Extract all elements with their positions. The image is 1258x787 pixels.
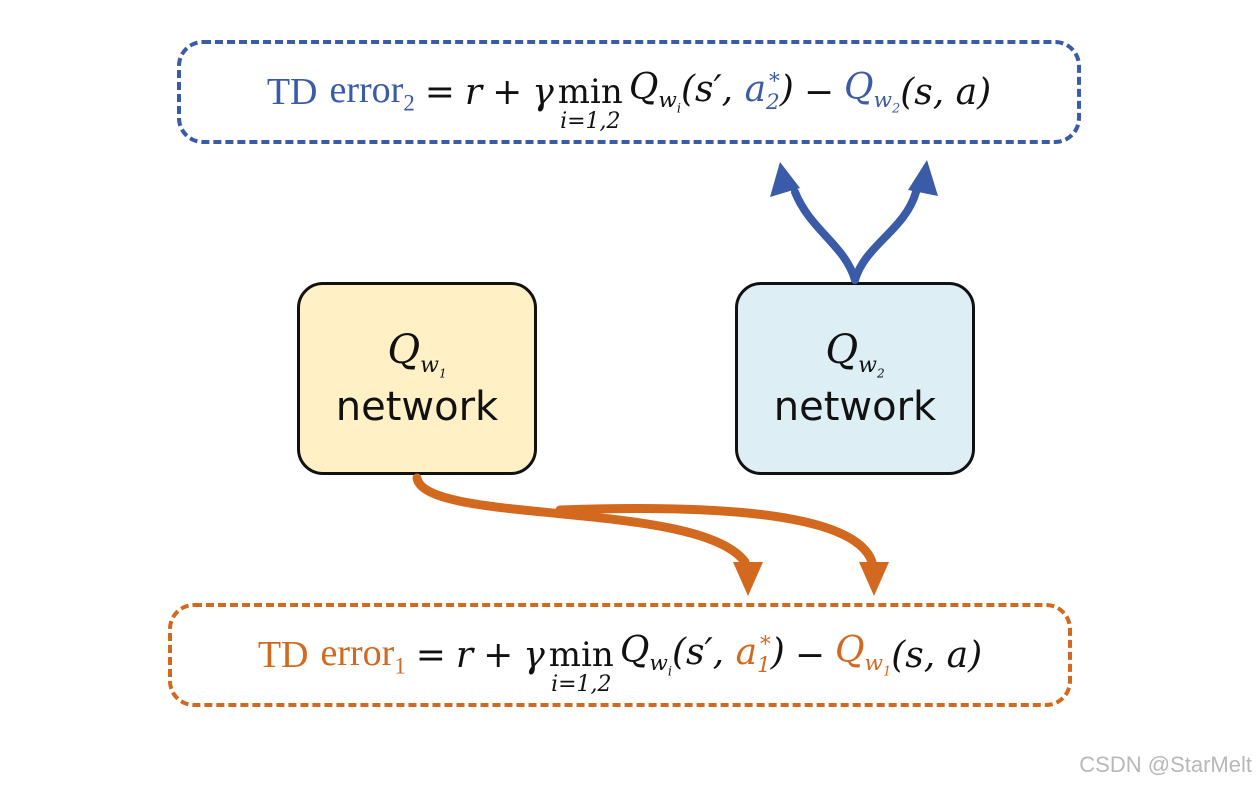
eq1-plus: +: [483, 634, 514, 676]
td-error-1-box: TD error1 = r + γ min i=1,2 Qwi (s′, a1*…: [168, 603, 1072, 707]
net2-label: network: [773, 384, 937, 431]
eq1-error: error1: [320, 631, 406, 679]
eq2-q-w2: Qw2: [844, 67, 901, 117]
blue-arrow-right: [851, 188, 920, 284]
blue-arrowhead-right: [908, 160, 938, 196]
eq2-r: r: [464, 71, 483, 113]
net1-label: network: [335, 384, 499, 431]
q-w1-network-box: Qw1 network: [297, 282, 537, 475]
eq1-min-operator: min i=1,2: [548, 635, 614, 697]
eq1-gamma: γ: [523, 634, 545, 676]
orange-arrow-right: [555, 504, 877, 567]
eq1-q-w1: Qw1: [835, 630, 892, 680]
eq2-error: error2: [329, 68, 415, 116]
eq2-minus: −: [803, 71, 834, 113]
eq2-td: TD: [266, 71, 318, 113]
orange-arrowhead-right: [859, 562, 889, 596]
orange-arrowhead-left: [733, 562, 763, 596]
td-error-1-equation: TD error1 = r + γ min i=1,2 Qwi (s′, a1*…: [172, 607, 1068, 703]
eq1-equals: =: [415, 634, 446, 676]
td-error-2-equation: TD error2 = r + γ min i=1,2 Qwi (s′, a2*…: [181, 44, 1077, 140]
eq2-q-wi: Qwi: [628, 67, 681, 117]
eq2-args: (s′, a2*): [680, 68, 794, 116]
td-error-2-box: TD error2 = r + γ min i=1,2 Qwi (s′, a2*…: [177, 40, 1081, 144]
net2-symbol: Qw2: [825, 326, 885, 381]
eq1-minus: −: [794, 634, 825, 676]
net1-symbol: Qw1: [387, 326, 447, 381]
eq2-equals: =: [424, 71, 455, 113]
watermark-text: CSDN @StarMelt: [1079, 752, 1252, 777]
q-w2-network-box: Qw2 network: [735, 282, 975, 475]
blue-arrowhead-left: [770, 162, 800, 197]
eq2-gamma: γ: [532, 71, 554, 113]
eq2-sa: (s, a): [900, 71, 992, 113]
blue-arrow-left: [791, 188, 859, 284]
eq2-min-operator: min i=1,2: [557, 72, 623, 134]
eq1-td: TD: [257, 634, 309, 676]
eq1-args: (s′, a1*): [671, 631, 785, 679]
eq1-sa: (s, a): [891, 634, 983, 676]
eq1-r: r: [455, 634, 474, 676]
eq1-q-wi: Qwi: [619, 630, 672, 680]
orange-arrow-left: [412, 473, 750, 567]
eq2-plus: +: [492, 71, 523, 113]
